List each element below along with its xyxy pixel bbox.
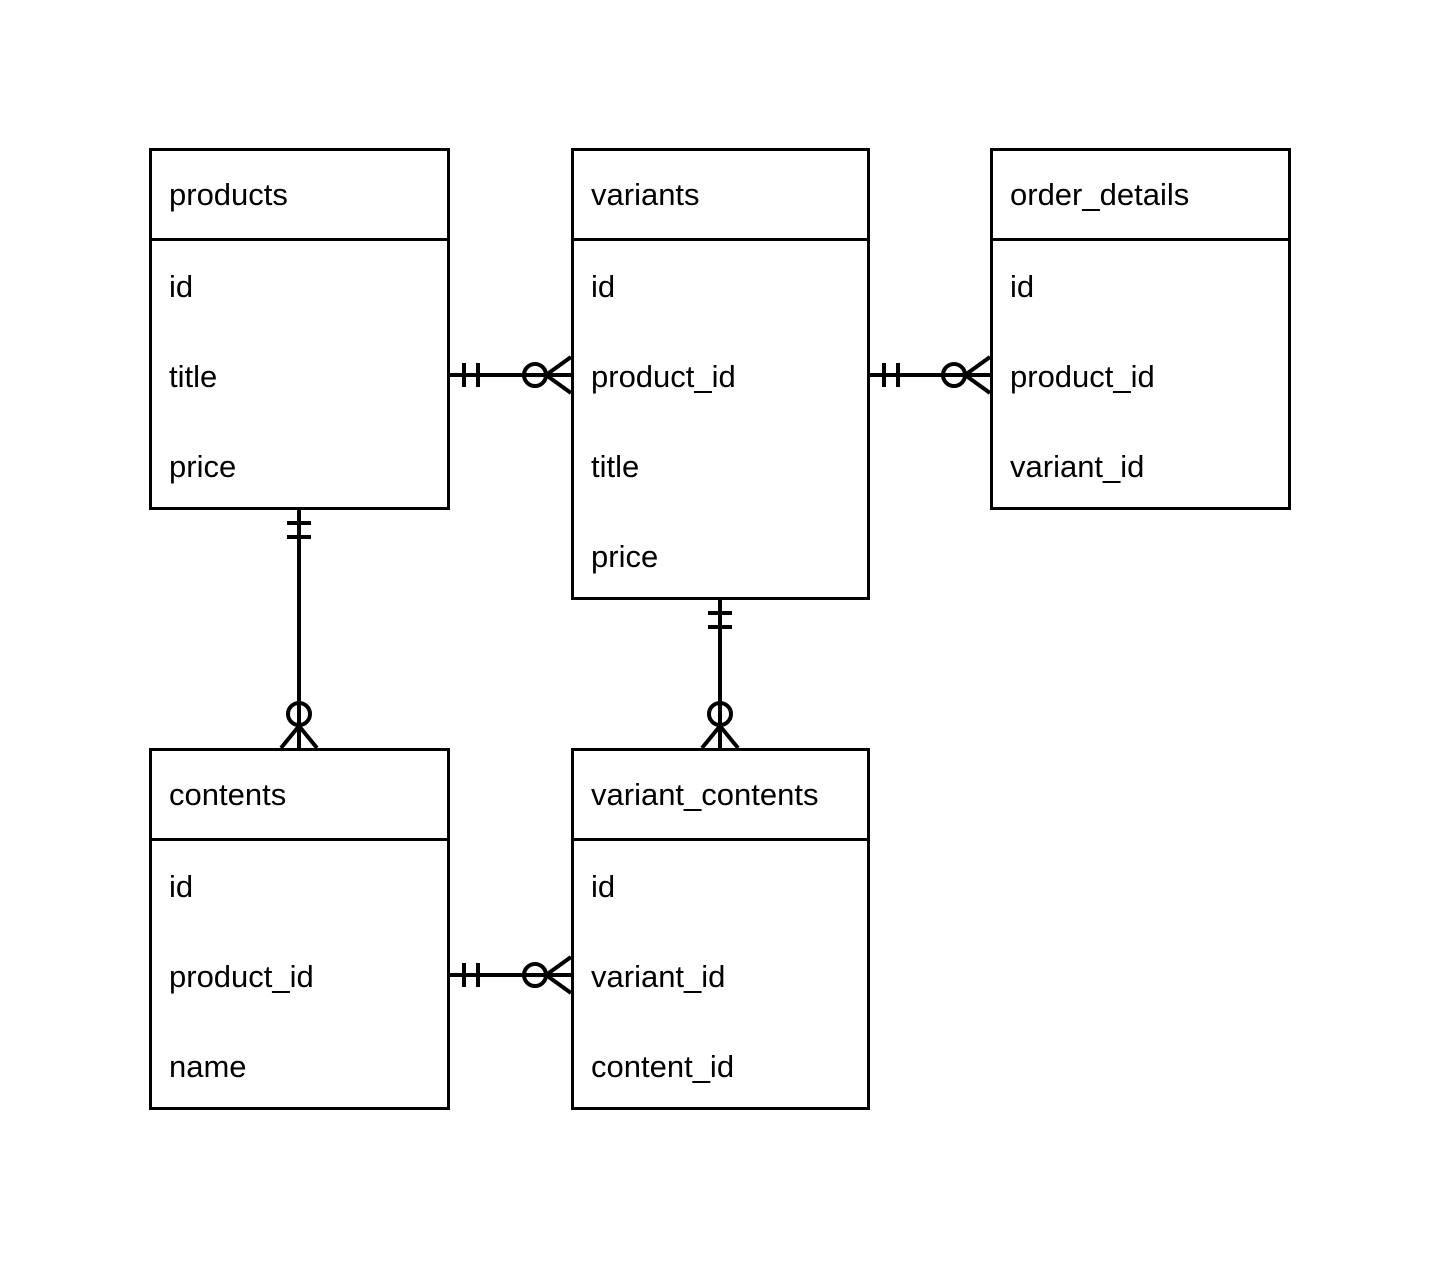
entity-order-details-title: order_details	[1010, 177, 1190, 212]
field-label: id	[591, 268, 616, 304]
entity-variant-contents-fields: id variant_id content_id	[574, 841, 867, 1111]
field-label: id	[591, 868, 616, 904]
field-label: name	[169, 1048, 247, 1084]
field-label: content_id	[591, 1048, 735, 1084]
entity-contents-fields: id product_id name	[152, 841, 447, 1111]
crows-foot-icon	[700, 722, 740, 750]
entity-order-details[interactable]: order_details id product_id variant_id	[990, 148, 1291, 510]
entity-products-fields: id title price	[152, 241, 447, 511]
entity-contents-title: contents	[169, 777, 287, 812]
field-label: variant_id	[591, 958, 726, 994]
field-row[interactable]: content_id	[574, 1021, 867, 1111]
field-row[interactable]: product_id	[574, 331, 867, 421]
field-row[interactable]: id	[574, 841, 867, 931]
relationship-products-contents	[279, 510, 319, 750]
zero-or-many-circle-icon	[522, 362, 548, 388]
field-row[interactable]: price	[574, 511, 867, 601]
field-row[interactable]: id	[152, 241, 447, 331]
relationship-products-variants	[450, 355, 573, 395]
field-label: price	[591, 538, 659, 574]
field-label: product_id	[591, 358, 736, 394]
entity-order-details-header: order_details	[993, 151, 1288, 241]
field-row[interactable]: price	[152, 421, 447, 511]
entity-products-title: products	[169, 177, 288, 212]
field-row[interactable]: title	[574, 421, 867, 511]
entity-variant-contents[interactable]: variant_contents id variant_id content_i…	[571, 748, 870, 1110]
field-label: title	[591, 448, 640, 484]
entity-variants-title: variants	[591, 177, 700, 212]
entity-products[interactable]: products id title price	[149, 148, 450, 510]
entity-variant-contents-header: variant_contents	[574, 751, 867, 841]
entity-variant-contents-title: variant_contents	[591, 777, 819, 812]
relationship-variants-variant-contents	[700, 600, 740, 750]
field-row[interactable]: id	[152, 841, 447, 931]
entity-products-header: products	[152, 151, 447, 241]
crows-foot-icon	[542, 955, 573, 995]
field-row[interactable]: product_id	[993, 331, 1288, 421]
field-label: price	[169, 448, 237, 484]
entity-contents-header: contents	[152, 751, 447, 841]
field-row[interactable]: product_id	[152, 931, 447, 1021]
relationship-variants-order-details	[870, 355, 992, 395]
zero-or-many-circle-icon	[522, 962, 548, 988]
crows-foot-icon	[961, 355, 992, 395]
field-row[interactable]: variant_id	[993, 421, 1288, 511]
field-label: product_id	[1010, 358, 1155, 394]
field-label: id	[169, 868, 194, 904]
field-row[interactable]: title	[152, 331, 447, 421]
crows-foot-icon	[279, 722, 319, 750]
entity-variants[interactable]: variants id product_id title price	[571, 148, 870, 600]
field-row[interactable]: id	[993, 241, 1288, 331]
entity-order-details-fields: id product_id variant_id	[993, 241, 1288, 511]
field-row[interactable]: name	[152, 1021, 447, 1111]
field-label: title	[169, 358, 218, 394]
field-label: id	[169, 268, 194, 304]
field-row[interactable]: id	[574, 241, 867, 331]
relationship-contents-variant-contents	[450, 955, 573, 995]
zero-or-many-circle-icon	[941, 362, 967, 388]
field-row[interactable]: variant_id	[574, 931, 867, 1021]
entity-variants-fields: id product_id title price	[574, 241, 867, 601]
entity-contents[interactable]: contents id product_id name	[149, 748, 450, 1110]
entity-variants-header: variants	[574, 151, 867, 241]
zero-or-many-circle-icon	[286, 701, 312, 727]
field-label: variant_id	[1010, 448, 1145, 484]
field-label: product_id	[169, 958, 314, 994]
field-label: id	[1010, 268, 1035, 304]
crows-foot-icon	[542, 355, 573, 395]
zero-or-many-circle-icon	[707, 701, 733, 727]
